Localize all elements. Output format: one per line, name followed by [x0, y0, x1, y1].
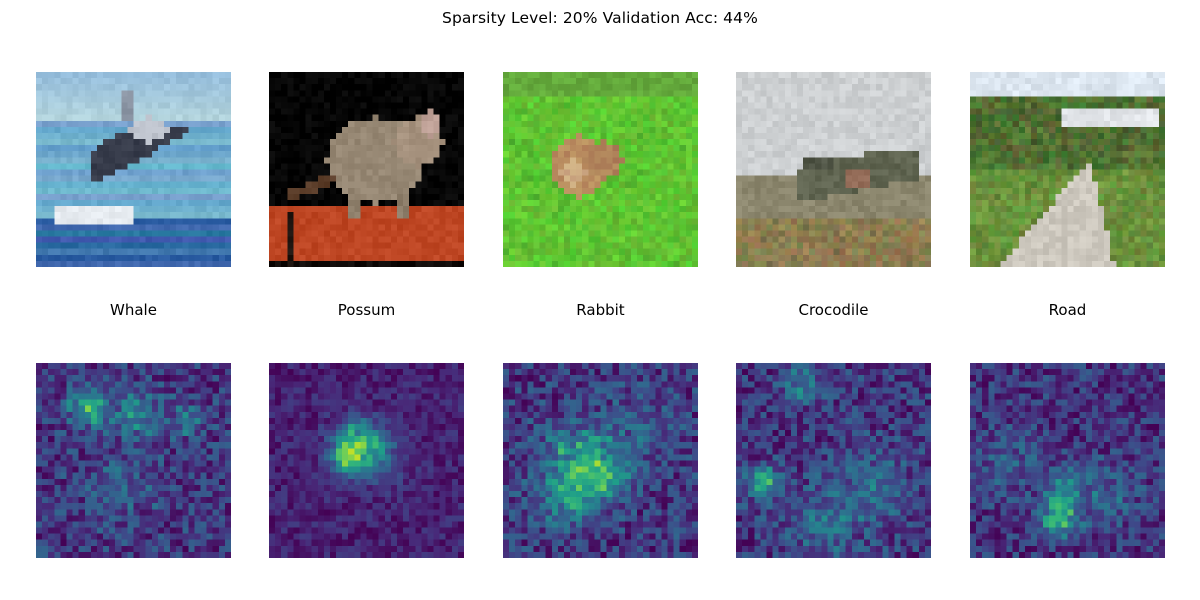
road-label: Road: [1048, 301, 1087, 319]
possum-image: [269, 72, 464, 267]
rabbit-label: Rabbit: [576, 301, 625, 319]
whale-image: [36, 72, 231, 267]
figure-title: Sparsity Level: 20% Validation Acc: 44%: [442, 9, 758, 27]
whale-heatmap: [36, 363, 231, 558]
road-heatmap: [970, 363, 1165, 558]
crocodile-image: [736, 72, 931, 267]
rabbit-image: [503, 72, 698, 267]
crocodile-label: Crocodile: [798, 301, 869, 319]
crocodile-heatmap: [736, 363, 931, 558]
whale-label: Whale: [110, 301, 157, 319]
rabbit-heatmap: [503, 363, 698, 558]
possum-label: Possum: [337, 301, 396, 319]
possum-heatmap: [269, 363, 464, 558]
road-image: [970, 72, 1165, 267]
